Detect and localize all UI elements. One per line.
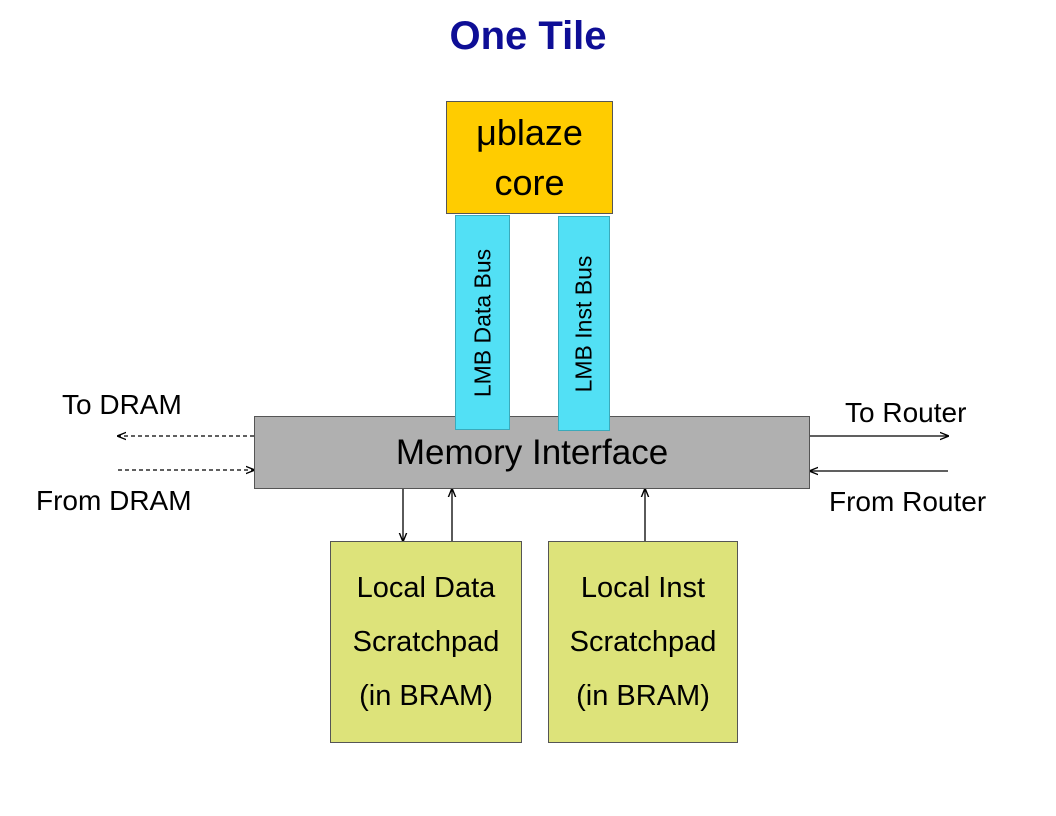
inst-scratchpad-line1: Local Inst [580,572,706,604]
memory-interface-label: Memory Interface [395,432,669,472]
microblaze-core-box: μblaze core [446,101,613,214]
inst-scratchpad-line2: Scratchpad [569,626,717,658]
inst-scratchpad-line3: (in BRAM) [576,680,710,712]
lmb-inst-bus-label: LMB Inst Bus [570,255,597,392]
lmb-data-bus-label: LMB Data Bus [469,248,495,397]
core-label-line1: μblaze [476,111,583,153]
core-label-line2: core [494,161,565,203]
to-router-label: To Router [845,397,967,428]
to-dram-label: To DRAM [62,389,182,420]
from-router-label: From Router [829,486,987,517]
data-scratchpad-line2: Scratchpad [352,626,500,658]
from-dram-label: From DRAM [36,485,192,516]
local-inst-scratchpad-box: Local Inst Scratchpad (in BRAM) [548,541,738,743]
diagram-title: One Tile [449,14,607,58]
lmb-inst-bus: LMB Inst Bus [558,216,610,431]
memory-interface-box: Memory Interface [254,416,810,489]
lmb-data-bus: LMB Data Bus [455,215,510,430]
data-scratchpad-line1: Local Data [356,572,496,604]
data-scratchpad-line3: (in BRAM) [359,680,493,712]
local-data-scratchpad-box: Local Data Scratchpad (in BRAM) [330,541,522,743]
